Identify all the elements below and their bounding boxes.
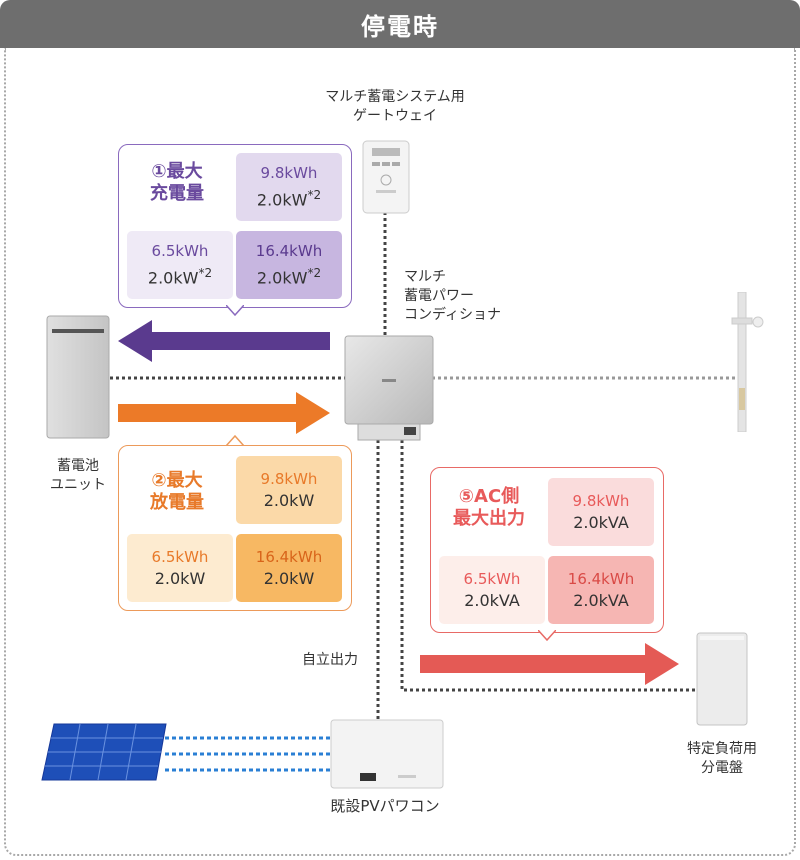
ac-output-heading: ⑤AC側 最大出力 [439,486,539,530]
charge-cell-9.8: 9.8kWh 2.0kW*2 [236,153,342,221]
pcs-label-line3: コンディショナ [404,307,502,323]
discharge-cell-9.8: 9.8kWh 2.0kW [236,456,342,524]
battery-unit-label-line2: ユニット [50,477,106,493]
discharge-cell-capacity: 6.5kWh [151,548,209,566]
charge-callout-pointer [226,305,244,317]
ac-output-title-line1: AC側 [474,486,520,507]
discharge-cell-16.4: 16.4kWh 2.0kW [236,534,342,602]
charge-arrow [118,320,330,362]
discharge-cell-6.5: 6.5kWh 2.0kW [127,534,233,602]
ac-output-callout-pointer [538,630,556,642]
ac-output-cell-capacity: 16.4kWh [567,570,635,588]
gateway-label-line2: ゲートウェイ [353,108,437,124]
battery-unit-label: 蓄電池 ユニット [36,457,120,495]
discharge-title-line2: 放電量 [150,492,204,513]
charge-cell-6.5: 6.5kWh 2.0kW*2 [127,231,233,299]
gateway-device [362,140,410,214]
output-arrow [420,643,679,685]
pcs-panel-line [400,440,697,692]
charge-title-line1: 最大 [166,161,203,182]
charge-heading: ①最大 充電量 [127,161,227,205]
distribution-panel-label-line1: 特定負荷用 [687,741,757,757]
ac-output-cell-power: 2.0kVA [573,591,629,610]
dotted-frame [4,48,796,856]
battery-unit-label-line1: 蓄電池 [57,458,99,474]
charge-cell-power: 2.0kW*2 [147,266,213,288]
gateway-label: マルチ蓄電システム用 ゲートウェイ [290,88,500,126]
distribution-panel-label-line2: 分電盤 [701,760,743,776]
distribution-panel-device [696,632,748,726]
ac-output-cell-power: 2.0kVA [464,591,520,610]
solar-panel-icon [41,723,167,781]
ac-output-cell-9.8: 9.8kWh 2.0kVA [548,478,654,546]
distribution-panel-label: 特定負荷用 分電盤 [662,740,782,778]
discharge-heading: ②最大 放電量 [127,470,227,514]
discharge-cell-power: 2.0kW [154,569,206,588]
discharge-arrow [118,392,330,434]
pv-power-conditioner-device [330,719,444,789]
ac-output-cell-capacity: 6.5kWh [463,570,521,588]
header-title: 停電時 [361,12,439,41]
charge-cell-power: 2.0kW*2 [256,266,322,288]
pcs-label: マルチ 蓄電パワー コンディショナ [404,268,544,325]
charge-cell-capacity: 9.8kWh [260,164,318,183]
charge-cell-16.4: 16.4kWh 2.0kW*2 [236,231,342,299]
discharge-cell-capacity: 9.8kWh [260,470,318,488]
ac-output-cell-6.5: 6.5kWh 2.0kVA [439,556,545,624]
charge-cell-power: 2.0kW*2 [256,188,322,210]
discharge-callout: ②最大 放電量 9.8kWh 2.0kW 6.5kWh 2.0kW 16.4kW… [118,445,352,611]
charge-callout: ①最大 充電量 9.8kWh 2.0kW*2 6.5kWh 2.0kW*2 16… [118,144,352,308]
utility-pole-icon [731,292,764,432]
charge-cell-capacity: 6.5kWh [151,242,209,261]
page-header: 停電時 [0,0,800,48]
gateway-label-line1: マルチ蓄電システム用 [325,89,465,105]
ac-output-number: ⑤ [458,486,475,507]
pv-label: 既設PVパワコン [330,797,440,815]
discharge-cell-power: 2.0kW [263,569,315,588]
pcs-label-line1: マルチ [404,269,446,285]
discharge-number: ② [151,470,167,491]
pcs-label-line2: 蓄電パワー [404,288,474,304]
ac-output-cell-power: 2.0kVA [573,513,629,532]
self-output-label: 自立出力 [302,652,358,668]
charge-title-line2: 充電量 [150,183,204,204]
ac-output-cell-capacity: 9.8kWh [572,492,630,510]
discharge-callout-pointer [226,434,244,446]
ac-output-title-line2: 最大出力 [453,508,525,529]
ac-output-cell-16.4: 16.4kWh 2.0kVA [548,556,654,624]
power-conditioner-device [344,335,434,441]
discharge-cell-power: 2.0kW [263,491,315,510]
discharge-title-line1: 最大 [166,470,203,491]
charge-number: ① [151,161,167,182]
charge-cell-capacity: 16.4kWh [255,242,323,261]
battery-unit-device [46,315,110,439]
discharge-cell-capacity: 16.4kWh [255,548,323,566]
ac-output-callout: ⑤AC側 最大出力 9.8kWh 2.0kVA 6.5kWh 2.0kVA 16… [430,467,664,633]
